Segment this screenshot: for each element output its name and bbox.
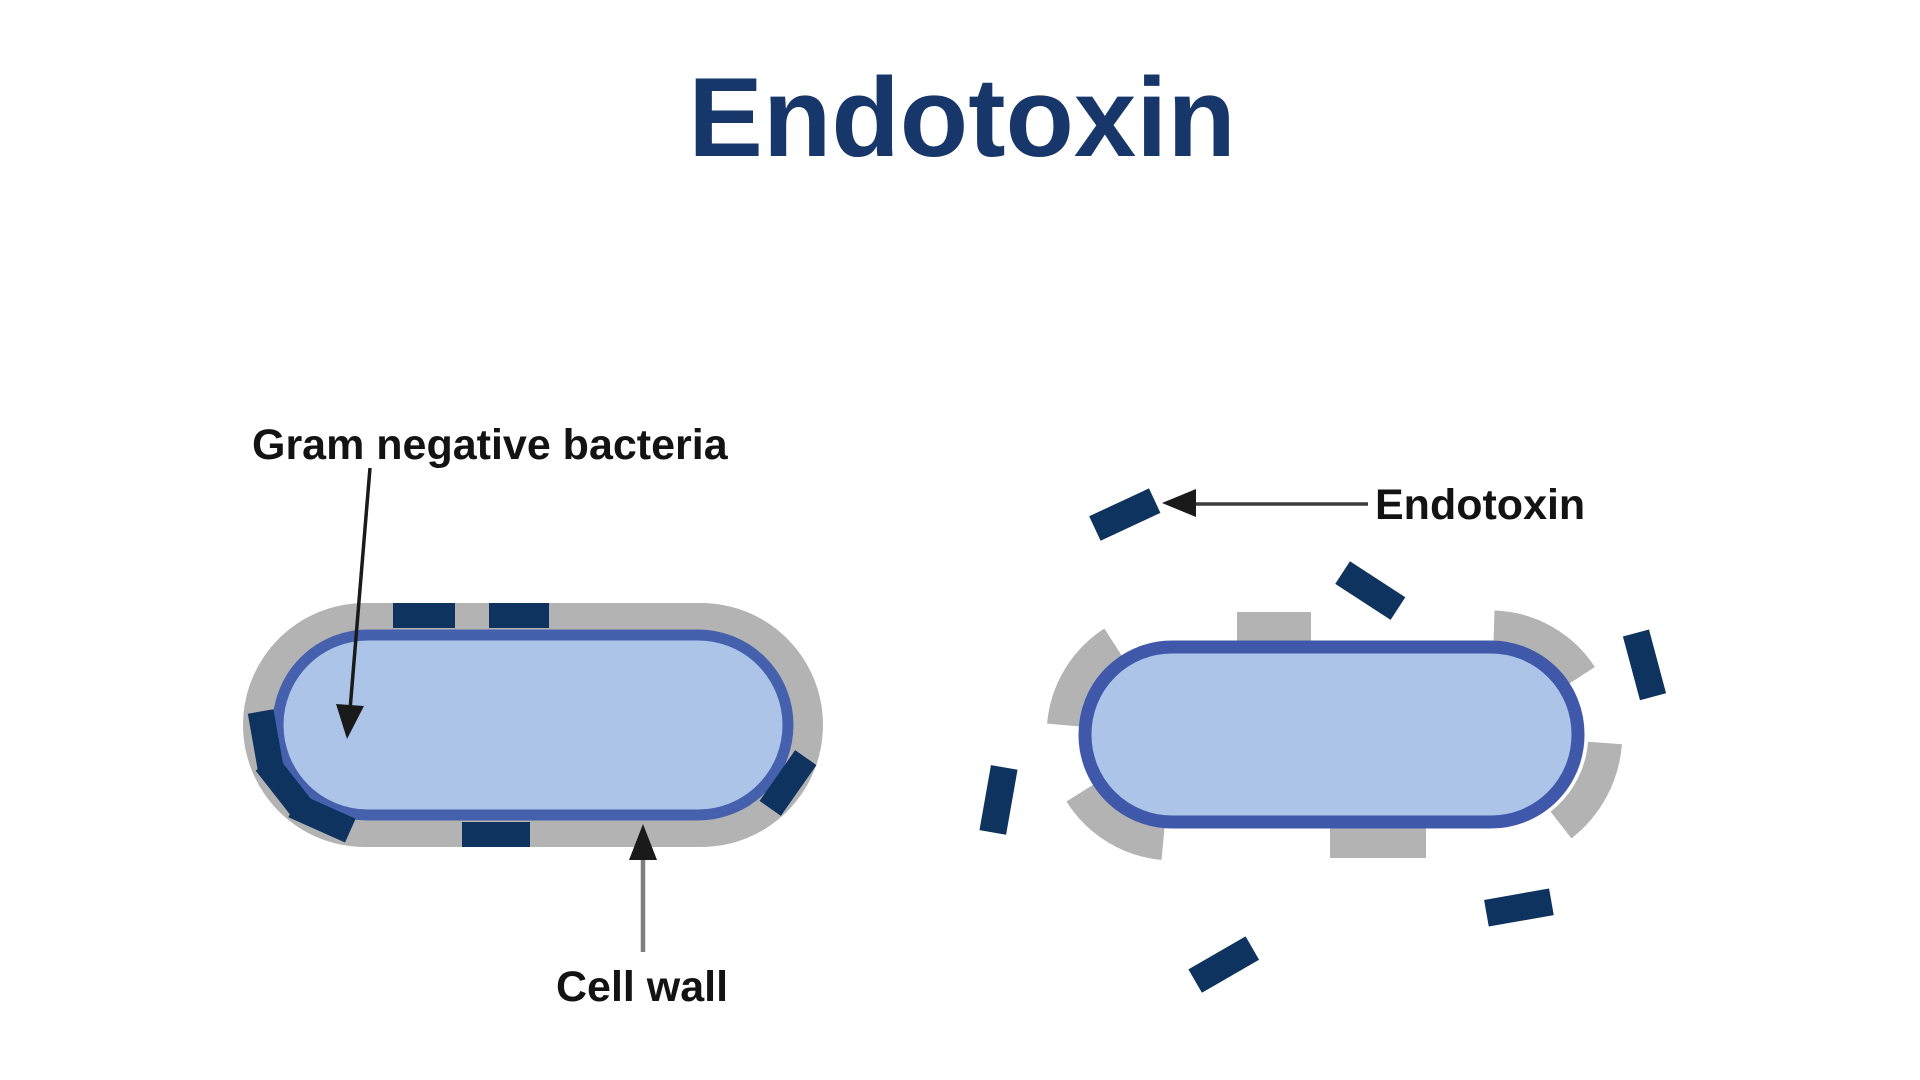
gram-negative-arrow-shaft bbox=[348, 467, 372, 711]
gram-negative-arrowhead-icon bbox=[336, 704, 364, 739]
right-bacterium bbox=[979, 488, 1667, 993]
wall-debris-arc bbox=[1492, 610, 1595, 686]
diagram-title: Endotoxin bbox=[688, 55, 1235, 180]
wall-endotoxin-fragment bbox=[462, 822, 530, 847]
released-endotoxin-fragment bbox=[1622, 629, 1667, 701]
endotoxin-label: Endotoxin bbox=[1375, 481, 1585, 529]
released-endotoxin-fragment bbox=[1335, 561, 1406, 620]
gram-negative-label: Gram negative bacteria bbox=[252, 421, 729, 469]
cell-wall-label: Cell wall bbox=[556, 963, 728, 1011]
wall-endotoxin-fragment bbox=[288, 793, 356, 843]
endotoxin-arrowhead-icon bbox=[1162, 489, 1196, 517]
released-endotoxin-fragment bbox=[1188, 936, 1260, 993]
wall-endotoxin-fragment bbox=[393, 603, 455, 628]
left-bacterium bbox=[243, 603, 823, 847]
wall-endotoxin-fragment bbox=[489, 603, 549, 628]
endotoxin-arrow bbox=[1162, 489, 1368, 517]
cell-wall-arrow bbox=[629, 824, 657, 952]
wall-debris-arc bbox=[1066, 784, 1165, 860]
left-cell-membrane bbox=[272, 629, 794, 821]
wall-debris-arc bbox=[1550, 741, 1622, 839]
released-endotoxin-fragment bbox=[1089, 488, 1161, 541]
wall-endotoxin-fragment bbox=[759, 750, 817, 816]
cell-wall-arrowhead-icon bbox=[629, 824, 657, 860]
released-endotoxin-fragment bbox=[979, 765, 1018, 835]
gram-negative-arrow bbox=[336, 467, 372, 739]
wall-debris-arc bbox=[1047, 628, 1123, 727]
right-cell-membrane bbox=[1078, 640, 1585, 829]
released-endotoxin-fragment bbox=[1484, 888, 1554, 927]
